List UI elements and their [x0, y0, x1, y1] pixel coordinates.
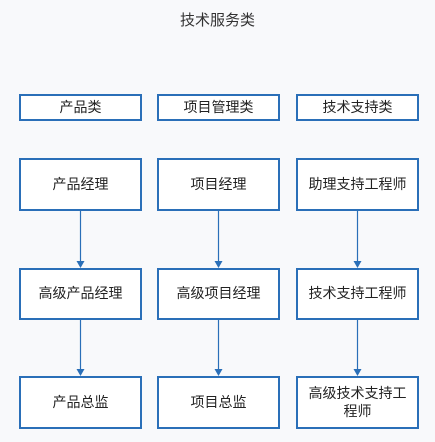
level-box-project-1: 项目经理: [157, 158, 280, 211]
level-box-support-2: 技术支持工程师: [296, 268, 419, 320]
level-box-product-1: 产品经理: [19, 158, 142, 211]
arrowhead-icon: [353, 369, 362, 376]
arrowhead-icon: [76, 369, 85, 376]
arrowhead-icon: [214, 261, 223, 268]
arrowhead-icon: [76, 261, 85, 268]
level-box-support-1: 助理支持工程师: [296, 158, 419, 211]
category-header-support: 技术支持类: [296, 94, 419, 121]
level-box-support-3: 高级技术支持工程师: [296, 376, 419, 429]
level-box-product-2: 高级产品经理: [19, 268, 142, 320]
diagram-title: 技术服务类: [179, 11, 255, 29]
category-header-project: 项目管理类: [157, 94, 280, 121]
level-box-project-2: 高级项目经理: [157, 268, 280, 320]
arrowhead-icon: [214, 369, 223, 376]
category-header-product: 产品类: [19, 94, 142, 121]
arrowhead-icon: [353, 261, 362, 268]
level-box-project-3: 项目总监: [157, 376, 280, 429]
level-box-product-3: 产品总监: [19, 376, 142, 429]
